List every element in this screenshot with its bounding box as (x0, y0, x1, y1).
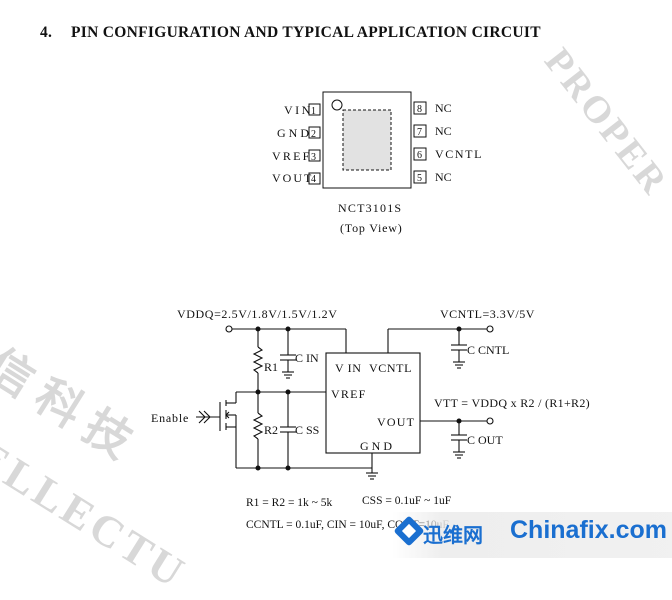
pin-label-nc-8: NC (435, 101, 452, 115)
r2-label: R2 (264, 423, 278, 437)
ic-pin-gnd: G N D (360, 439, 392, 453)
pin-number-7: 7 (417, 127, 422, 138)
package-diagram (308, 91, 427, 189)
pin-label-nc-7: NC (435, 124, 452, 138)
vcntl-label: VCNTL=3.3V/5V (440, 307, 535, 321)
pin-number-2: 2 (311, 129, 316, 140)
pin-label-nc-5: NC (435, 170, 452, 184)
pin1-marker (331, 99, 343, 111)
pin-box-7 (413, 124, 427, 138)
pin-label-vcntl: VCNTL (435, 147, 483, 161)
vcntl-terminal (486, 325, 494, 333)
schematic-figure: VIN 1 GND 2 VREF 3 VOUT 4 8 NC 7 NC 6 VC… (151, 91, 590, 531)
vout-terminal (486, 417, 494, 425)
enable-label: Enable (151, 411, 189, 425)
cin-label: C IN (295, 351, 319, 365)
r1-zigzag (252, 346, 264, 374)
vddq-terminal (225, 325, 233, 333)
mosfet-body-arrow (225, 411, 230, 419)
section-title: PIN CONFIGURATION AND TYPICAL APPLICATIO… (71, 24, 541, 41)
cout-label: C OUT (467, 433, 503, 447)
pin-number-5: 5 (417, 173, 422, 184)
exposed-pad (342, 109, 392, 171)
css-label: C SS (295, 423, 319, 437)
section-number: 4. (40, 24, 53, 41)
brand-site-name: Chinafix.com (510, 516, 667, 544)
package-labels: VIN 1 GND 2 VREF 3 VOUT 4 8 NC 7 NC 6 VC… (272, 101, 483, 235)
note-resistor-range: R1 = R2 = 1k ~ 5k (246, 497, 333, 509)
enable-arrow-2 (203, 410, 211, 424)
pin-box-2 (308, 126, 321, 139)
pin-label-vout: VOUT (272, 171, 313, 185)
ic-pin-vref: VREF (331, 387, 366, 401)
node-gnd-css (285, 465, 291, 471)
pin-box-1 (308, 103, 321, 116)
vtt-equation: VTT = VDDQ x R2 / (R1+R2) (434, 396, 590, 410)
pin-number-3: 3 (311, 152, 316, 163)
top-view-label: (Top View) (340, 221, 403, 235)
r2-zigzag (252, 412, 264, 440)
pin-label-vin: VIN (284, 103, 313, 117)
application-circuit (196, 325, 494, 480)
pin-number-4: 4 (311, 174, 316, 185)
vddq-label: VDDQ=2.5V/1.8V/1.5V/1.2V (177, 307, 338, 321)
ic-pin-vcntl: VCNTL (369, 361, 412, 375)
brand-chinese-name: 迅维网 (423, 523, 483, 547)
pin-box-3 (308, 149, 321, 162)
circuit-labels: VDDQ=2.5V/1.8V/1.5V/1.2V VCNTL=3.3V/5V R… (151, 307, 590, 453)
pin-box-8 (413, 101, 427, 115)
r1-label: R1 (264, 360, 278, 374)
node-gnd-r2 (255, 465, 261, 471)
pin-box-4 (308, 172, 321, 185)
pin-label-gnd: GND (277, 126, 312, 140)
ic-pin-vin: V IN (335, 361, 362, 375)
note-css-range: CSS = 0.1uF ~ 1uF (362, 495, 451, 507)
section-heading: 4. PIN CONFIGURATION AND TYPICAL APPLICAT… (40, 24, 541, 42)
pin-number-1: 1 (311, 106, 316, 117)
pin-number-6: 6 (417, 150, 422, 161)
part-number: NCT3101S (338, 201, 402, 215)
ccntl-label: C CNTL (467, 343, 509, 357)
brand-overlay (392, 512, 672, 558)
pin-label-vref: VREF (272, 149, 311, 163)
pin-box-5 (413, 170, 427, 184)
enable-arrow-1 (198, 410, 206, 424)
ic-pin-vout: VOUT (377, 415, 415, 429)
pin-number-8: 8 (417, 104, 422, 115)
regulator-ic-body (325, 352, 421, 454)
package-body (322, 91, 412, 189)
pin-box-6 (413, 147, 427, 161)
